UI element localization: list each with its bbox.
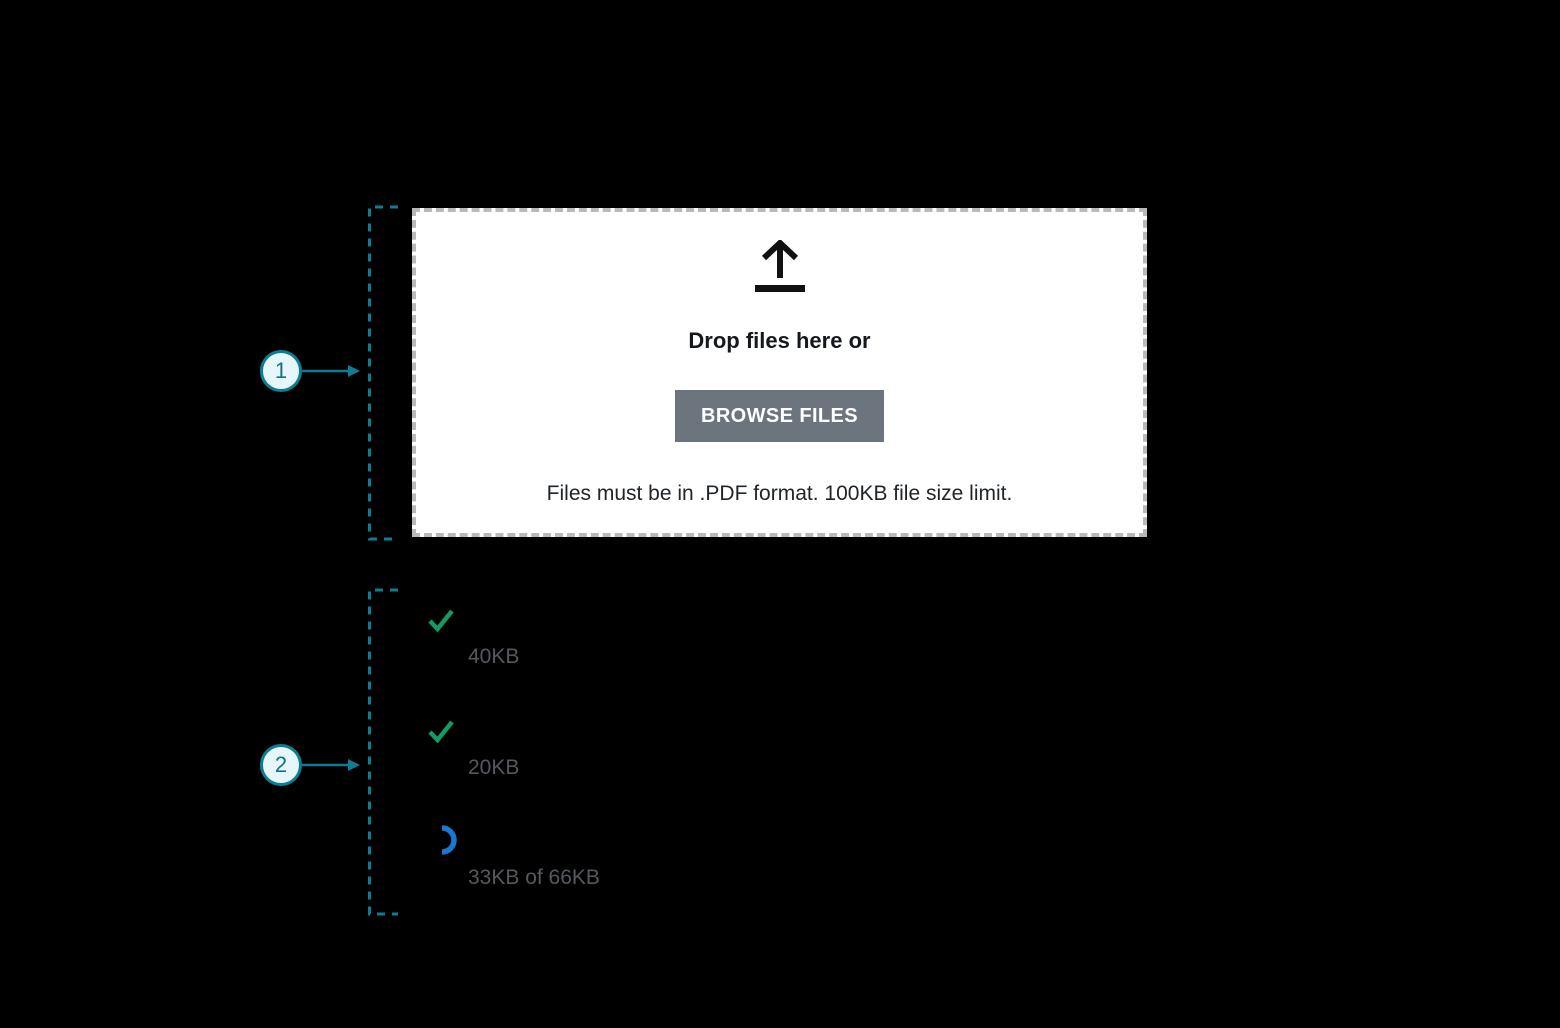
file-size-label: 40KB <box>468 645 520 668</box>
file-item-uploading: 33KB of 66KB <box>428 823 600 890</box>
callout-2: 2 <box>260 744 302 786</box>
annotation-bracket-2 <box>368 588 398 916</box>
callout-1-number: 1 <box>274 358 288 383</box>
callout-2-number: 2 <box>274 752 288 777</box>
callout-1: 1 <box>260 350 302 392</box>
spinner-icon <box>441 825 457 855</box>
file-progress-label: 33KB of 66KB <box>468 866 600 889</box>
check-icon <box>428 720 454 743</box>
file-item-uploaded-2: 20KB <box>428 719 519 780</box>
callout-1-arrow-icon <box>302 365 360 377</box>
file-item-uploaded-1: 40KB <box>428 608 519 669</box>
browse-files-button[interactable]: BROWSE FILES <box>674 390 885 442</box>
annotation-bracket-1 <box>368 205 398 541</box>
callout-2-arrow-icon <box>302 759 360 771</box>
dropzone-title: Drop files here or <box>688 328 871 353</box>
drop-zone[interactable]: Drop files here or BROWSE FILES Files mu… <box>412 208 1147 537</box>
check-icon <box>428 609 454 632</box>
upload-icon <box>754 240 805 292</box>
file-size-label: 20KB <box>468 756 520 779</box>
dropzone-helper-text: Files must be in .PDF format. 100KB file… <box>546 482 1013 505</box>
